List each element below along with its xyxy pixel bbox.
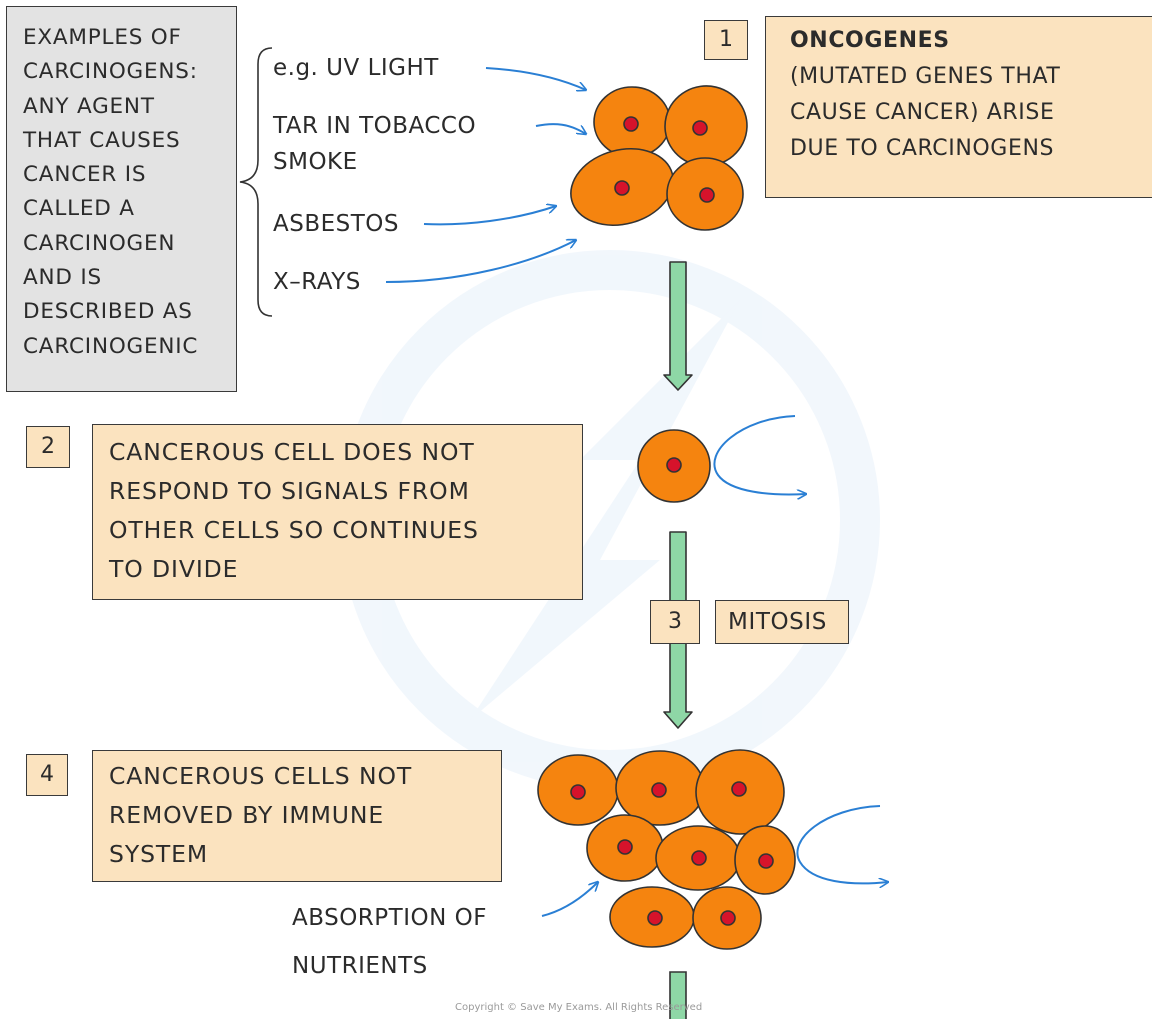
nucleus	[647, 910, 663, 926]
step3-box: MITOSIS	[715, 600, 849, 644]
nucleus	[614, 180, 630, 196]
step4-line: SYSTEM	[109, 840, 209, 868]
example-asbestos: ASBESTOS	[273, 211, 399, 237]
arrow-nutrients	[541, 882, 598, 917]
step-number-4: 4	[26, 754, 68, 796]
carcinogen-definition-box: EXAMPLES OF CARCINOGENS: ANY AGENT THAT …	[6, 6, 237, 392]
arrow-xrays	[385, 240, 576, 283]
nucleus	[570, 784, 586, 800]
step2-line: OTHER CELLS SO CONTINUES	[109, 516, 479, 544]
cancerous-cell-single	[637, 429, 711, 503]
carcinogen-definition-text: EXAMPLES OF CARCINOGENS: ANY AGENT THAT …	[23, 25, 199, 359]
arrow-tar	[535, 123, 586, 134]
nucleus	[692, 120, 708, 136]
nucleus	[623, 116, 639, 132]
arrow-uv-light	[485, 67, 586, 90]
example-tar-line2: SMOKE	[273, 149, 358, 175]
step1-line: (MUTATED GENES THAT	[790, 64, 1061, 89]
step3-label: MITOSIS	[728, 609, 827, 635]
tumour-cluster	[537, 749, 796, 950]
step1-box: ONCOGENES (MUTATED GENES THAT CAUSE CANC…	[765, 16, 1152, 198]
step1-title: ONCOGENES	[790, 28, 950, 53]
step2-line: TO DIVIDE	[109, 555, 239, 583]
copyright-notice: Copyright © Save My Exams. All Rights Re…	[455, 1002, 703, 1013]
arrow-asbestos	[423, 206, 556, 226]
nucleus	[691, 850, 707, 866]
step1-line: DUE TO CARCINOGENS	[790, 136, 1055, 161]
step4-line: REMOVED BY IMMUNE	[109, 801, 385, 829]
nucleus	[666, 457, 682, 473]
nucleus	[758, 853, 774, 869]
flow-arrow-1	[663, 261, 693, 391]
division-arrow-2	[796, 805, 888, 883]
cell-cluster-initial	[570, 85, 748, 231]
nucleus	[651, 782, 667, 798]
curly-brace	[239, 47, 273, 317]
example-xrays: X–RAYS	[273, 269, 361, 295]
step4-line: CANCEROUS CELLS NOT	[109, 762, 413, 790]
example-uv-light: e.g. UV LIGHT	[273, 55, 439, 81]
nucleus	[720, 910, 736, 926]
division-arrow-1	[713, 415, 806, 494]
step-number-1: 1	[704, 20, 748, 60]
nucleus	[731, 781, 747, 797]
step1-line: CAUSE CANCER) ARISE	[790, 100, 1055, 125]
nutrients-label-line1: ABSORPTION OF	[292, 905, 487, 931]
nucleus	[699, 187, 715, 203]
nutrients-label-line2: NUTRIENTS	[292, 953, 428, 979]
step4-box: CANCEROUS CELLS NOT REMOVED BY IMMUNE SY…	[92, 750, 502, 882]
example-tar-line1: TAR IN TOBACCO	[273, 113, 477, 139]
step2-line: RESPOND TO SIGNALS FROM	[109, 477, 470, 505]
step-number-3: 3	[650, 600, 700, 644]
nucleus	[617, 839, 633, 855]
step-number-2: 2	[26, 426, 70, 468]
flow-arrow-3	[669, 971, 687, 1019]
step2-box: CANCEROUS CELL DOES NOT RESPOND TO SIGNA…	[92, 424, 583, 600]
step2-line: CANCEROUS CELL DOES NOT	[109, 438, 475, 466]
